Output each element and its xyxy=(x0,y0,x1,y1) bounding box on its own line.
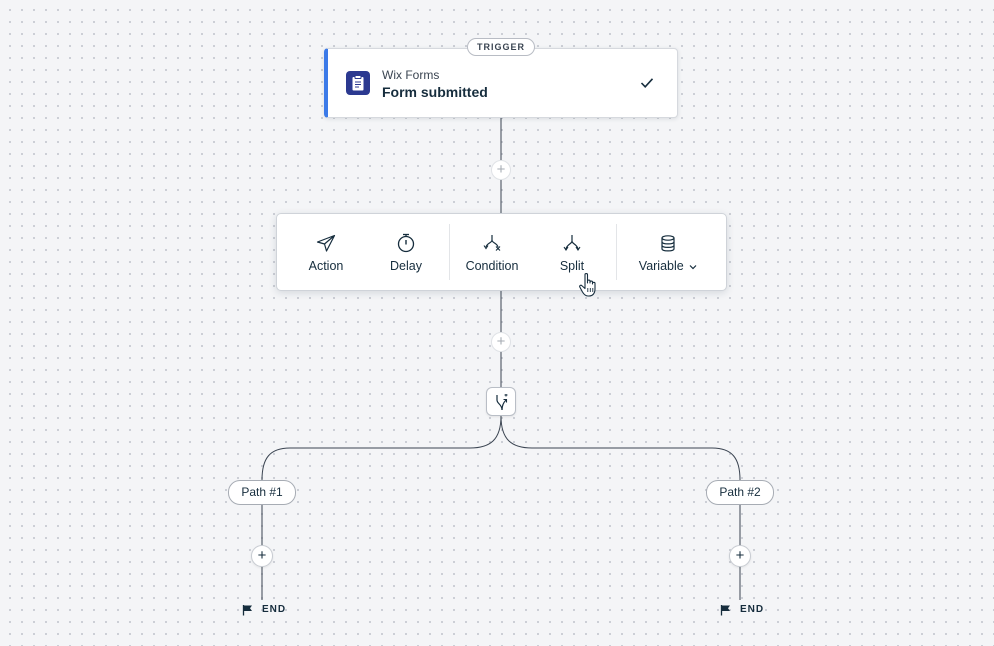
menu-item-label: Delay xyxy=(390,259,422,273)
trigger-event-name: Form submitted xyxy=(382,84,488,100)
chevron-down-icon xyxy=(689,265,697,270)
menu-item-label: Condition xyxy=(465,259,519,273)
end-label: END xyxy=(262,604,287,615)
menu-item-condition[interactable]: Condition xyxy=(453,214,531,290)
menu-divider xyxy=(616,224,617,280)
menu-divider xyxy=(449,224,450,280)
flag-icon xyxy=(720,605,730,616)
path-2-label[interactable]: Path #2 xyxy=(706,480,774,505)
menu-item-label: Variable xyxy=(638,259,684,273)
add-step-path-2-button[interactable]: + xyxy=(729,545,751,567)
menu-item-label: Split xyxy=(559,259,585,273)
menu-item-delay[interactable]: Delay xyxy=(367,214,445,290)
trigger-card[interactable]: Wix Forms Form submitted xyxy=(324,48,678,118)
timer-icon xyxy=(397,233,415,253)
menu-item-split[interactable]: Split xyxy=(533,214,611,290)
database-icon xyxy=(661,235,675,252)
add-step-button[interactable]: + xyxy=(491,160,511,180)
menu-item-variable[interactable]: Variable xyxy=(621,214,715,290)
split-icon xyxy=(563,235,581,251)
end-label: END xyxy=(740,604,765,615)
send-icon xyxy=(316,234,336,252)
condition-icon xyxy=(483,235,501,251)
check-icon xyxy=(640,78,654,88)
add-step-button[interactable]: + xyxy=(491,332,511,352)
step-type-menu: Action Delay Condition xyxy=(276,213,727,291)
add-step-path-1-button[interactable]: + xyxy=(251,545,273,567)
trigger-app-name: Wix Forms xyxy=(382,68,440,82)
path-1-end: END xyxy=(242,603,302,617)
clipboard-icon xyxy=(346,71,370,95)
menu-item-label: Action xyxy=(308,259,344,273)
menu-item-label-wrap: Variable xyxy=(621,259,715,273)
menu-item-action[interactable]: Action xyxy=(287,214,365,290)
path-1-label[interactable]: Path #1 xyxy=(228,480,296,505)
split-branch-icon xyxy=(496,394,508,411)
path-2-end: END xyxy=(720,603,780,617)
flag-icon xyxy=(242,605,252,616)
trigger-badge: TRIGGER xyxy=(467,38,535,56)
split-node[interactable] xyxy=(486,387,516,416)
hand-cursor-icon xyxy=(579,272,596,297)
